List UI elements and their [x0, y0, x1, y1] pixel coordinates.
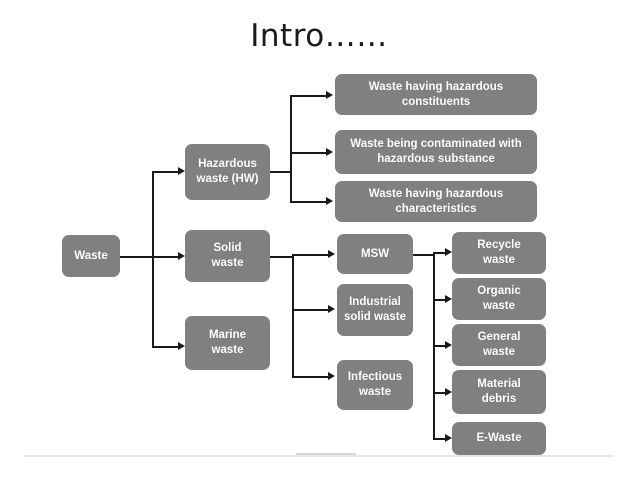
connector-msw-to-general	[433, 345, 447, 347]
arrow-icon-msw-material	[445, 388, 452, 396]
arrow-icon-solid-msw	[328, 250, 335, 258]
connector-msw-to-recycle	[433, 252, 447, 254]
node-recycle-waste[interactable]: Recycle waste	[452, 232, 546, 274]
arrow-icon-msw-organic	[445, 295, 452, 303]
node-material-debris-label: Material debris	[477, 378, 521, 405]
node-hazardous-contaminated-label: Waste being contaminated with hazardous …	[350, 138, 522, 165]
connector-hazardous-to-contaminated	[290, 152, 328, 154]
node-e-waste-label: E-Waste	[476, 432, 522, 445]
connector-msw-to-material	[433, 392, 447, 394]
arrow-icon-waste-marine	[178, 342, 185, 350]
connector-solid-to-industrial	[292, 309, 330, 311]
connector-hazardous-to-constituents	[290, 95, 328, 97]
connector-solid-spine	[292, 254, 294, 378]
node-industrial-solid-waste[interactable]: Industrial solid waste	[337, 284, 413, 336]
node-hazardous-constituents[interactable]: Waste having hazardous constituents	[335, 74, 537, 115]
node-hazardous-waste-label: Hazardous waste (HW)	[196, 158, 259, 185]
arrow-icon-msw-recycle	[445, 248, 452, 256]
arrow-icon-solid-industrial	[328, 305, 335, 313]
node-solid-waste-label: Solid waste	[211, 242, 244, 269]
node-infectious-waste-label: Infectious waste	[347, 371, 403, 398]
connector-waste-stem	[120, 256, 154, 258]
slide-baseline-notch	[296, 453, 356, 455]
connector-solid-stem	[270, 256, 294, 258]
arrow-icon-msw-ewaste	[445, 434, 452, 442]
node-marine-waste-label: Marine waste	[208, 329, 247, 356]
node-hazardous-constituents-label: Waste having hazardous constituents	[368, 80, 504, 108]
node-organic-waste-label: Organic waste	[477, 285, 521, 312]
node-general-waste-label: General waste	[477, 331, 521, 358]
node-solid-waste[interactable]: Solid waste	[185, 230, 270, 282]
node-organic-waste[interactable]: Organic waste	[452, 278, 546, 320]
connector-hazardous-stem	[270, 171, 292, 173]
node-recycle-waste-label: Recycle waste	[477, 239, 521, 266]
node-hazardous-contaminated[interactable]: Waste being contaminated with hazardous …	[335, 130, 537, 174]
connector-waste-spine	[152, 171, 154, 348]
connector-hazardous-to-characteristics	[290, 201, 328, 203]
node-msw[interactable]: MSW	[337, 234, 413, 274]
connector-solid-to-msw	[292, 254, 330, 256]
connector-msw-to-organic	[433, 299, 447, 301]
slide-baseline-divider	[24, 455, 614, 457]
node-waste[interactable]: Waste	[62, 235, 120, 277]
connector-msw-to-ewaste	[433, 438, 447, 440]
node-waste-label: Waste	[74, 249, 108, 262]
arrow-icon-waste-hazardous	[178, 167, 185, 175]
node-industrial-solid-waste-label: Industrial solid waste	[344, 296, 406, 323]
node-marine-waste[interactable]: Marine waste	[185, 316, 270, 370]
arrow-icon-hazardous-constituents	[326, 91, 333, 99]
connector-waste-to-marine	[152, 346, 180, 348]
node-general-waste[interactable]: General waste	[452, 324, 546, 366]
connector-hazardous-spine	[290, 95, 292, 203]
node-e-waste[interactable]: E-Waste	[452, 422, 546, 455]
connector-solid-to-infectious	[292, 376, 330, 378]
arrow-icon-solid-infectious	[328, 372, 335, 380]
node-hazardous-characteristics-label: Waste having hazardous characteristics	[368, 187, 504, 215]
node-infectious-waste[interactable]: Infectious waste	[337, 360, 413, 410]
arrow-icon-hazardous-contaminated	[326, 148, 333, 156]
page-title: Intro……	[250, 18, 388, 54]
connector-msw-stem	[413, 254, 435, 256]
node-hazardous-characteristics[interactable]: Waste having hazardous characteristics	[335, 181, 537, 222]
arrow-icon-hazardous-characteristics	[326, 197, 333, 205]
node-msw-label: MSW	[360, 247, 390, 260]
node-hazardous-waste[interactable]: Hazardous waste (HW)	[185, 144, 270, 200]
arrow-icon-waste-solid	[178, 252, 185, 260]
connector-waste-to-hazardous	[152, 171, 180, 173]
node-material-debris[interactable]: Material debris	[452, 370, 546, 414]
arrow-icon-msw-general	[445, 341, 452, 349]
connector-waste-to-solid	[152, 256, 180, 258]
